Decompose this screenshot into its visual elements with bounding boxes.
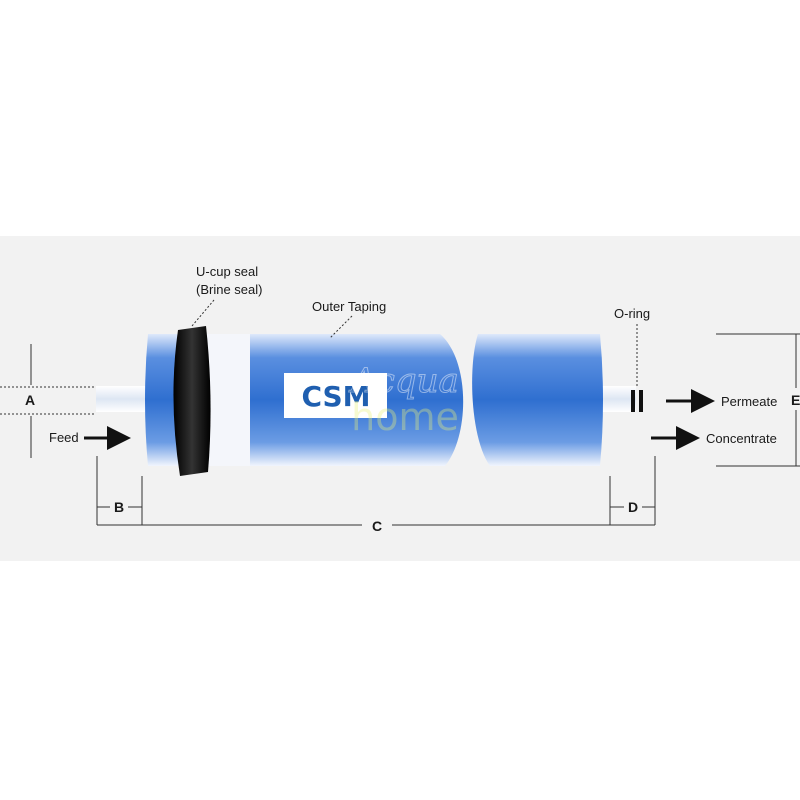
dim-b-label: B xyxy=(114,499,124,515)
brand-text: CSM xyxy=(301,380,370,413)
dim-c-label: C xyxy=(372,518,382,534)
membrane-body-right xyxy=(472,334,603,466)
watermark-line2: home xyxy=(351,395,459,439)
dim-d-label: D xyxy=(628,499,638,515)
outer-taping-label: Outer Taping xyxy=(312,299,386,314)
dim-e-label: E xyxy=(791,392,800,408)
outer-taping-leader-line xyxy=(329,315,353,339)
watermark-line1: Acqua xyxy=(348,361,459,401)
ucup-leader-line xyxy=(191,299,215,327)
feed-label: Feed xyxy=(49,430,79,445)
permeate-pipe xyxy=(600,386,636,412)
ucup-seal xyxy=(173,326,211,476)
ucup-seal-label: U-cup seal xyxy=(196,264,258,279)
o-ring xyxy=(631,390,635,412)
seal-sleeve xyxy=(205,334,250,466)
o-ring-label: O-ring xyxy=(614,306,650,321)
concentrate-label: Concentrate xyxy=(706,431,777,446)
dim-a-label: A xyxy=(25,392,35,408)
brine-seal-label: (Brine seal) xyxy=(196,282,262,297)
o-ring-2 xyxy=(639,390,643,412)
brand-box xyxy=(284,373,387,418)
feed-pipe xyxy=(96,386,148,412)
permeate-label: Permeate xyxy=(721,394,777,409)
